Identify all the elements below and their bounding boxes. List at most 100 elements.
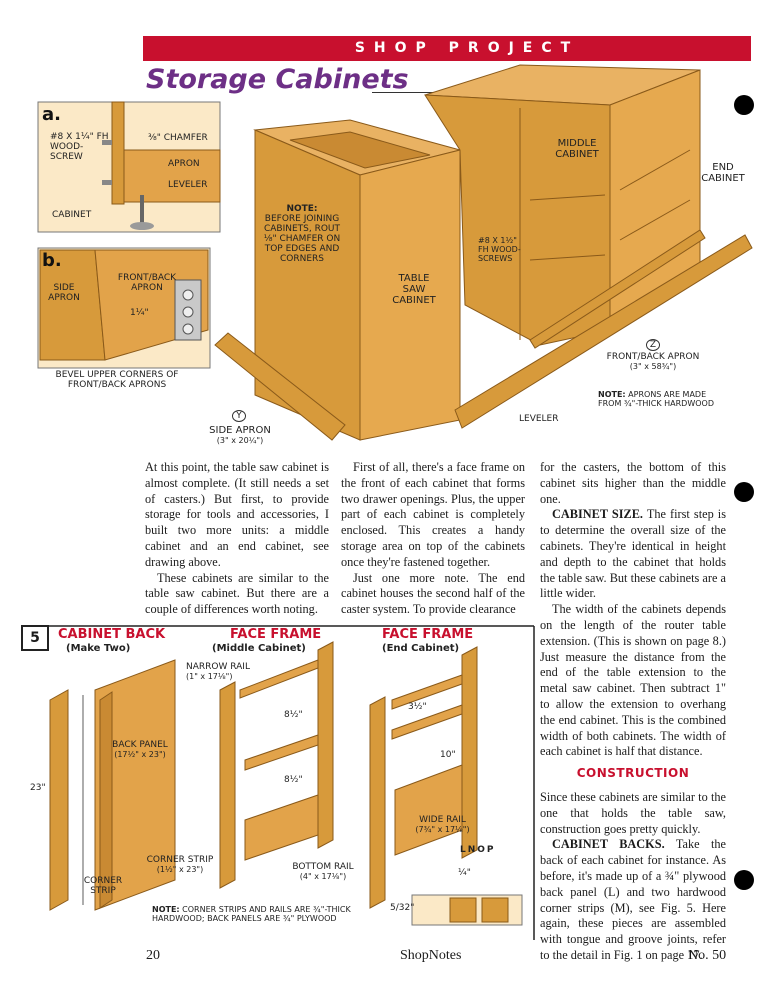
figure5-middle-frame-drawing [219, 641, 334, 889]
middle-gap-top-label: 8½" [284, 710, 303, 720]
page-title: Storage Cabinets [146, 64, 409, 95]
issue-number: No. 50 [688, 948, 727, 963]
col3-para-3: The width of the cabinets depends on the… [540, 602, 726, 759]
face-frame-end-sub: (End Cabinet) [382, 643, 460, 654]
col3-para-1: for the casters, the bottom of this cabi… [540, 460, 726, 506]
face-frame-middle-sub: (Middle Cabinet) [212, 643, 306, 654]
binder-hole-top [734, 95, 754, 115]
text-column-2: First of all, there's a face frame on th… [341, 460, 525, 618]
publication-name: ShopNotes [400, 948, 462, 963]
col2-para-2: Just one more note. The end cabinet hous… [341, 570, 525, 617]
table-saw-cabinet-label: Table Saw Cabinet [392, 273, 436, 306]
corner-strip-name: Corner Strip [146, 855, 214, 865]
detail-a-chamfer-label: ⅜" Chamfer [148, 133, 208, 143]
binder-hole-middle [734, 482, 754, 502]
figure-number: 5 [21, 625, 49, 651]
detail-b-dim-label: 1¼" [130, 308, 149, 318]
col3-para-4: Since these cabinets are similar to the … [540, 789, 726, 836]
bottom-rail-name: Bottom Rail [292, 862, 354, 872]
section-banner: SHOP PROJECT [143, 36, 751, 61]
text-column-3: for the casters, the bottom of this cabi… [540, 460, 726, 964]
aprons-note-text: Aprons are made from ¾"-thick hardwood [598, 390, 714, 408]
wide-rail-dim: (7¾" x 17⅛") [415, 825, 470, 834]
corner-strip-label: Corner Strip (1½" x 23") [145, 855, 215, 875]
figure5-end-frame-drawing [369, 646, 478, 909]
back-panel-dim: (17½" x 23") [114, 750, 166, 759]
col3-para-2: The first step is to determine the overa… [540, 507, 726, 601]
detail-a-tag: a. [42, 104, 61, 125]
cabinet-backs-lead: CABINET BACKS. [552, 837, 665, 852]
joining-note-text: Before joining cabinets, rout ⅛" chamfer… [263, 214, 341, 264]
detail-a-screw-label: #8 x 1¼" Fh Wood-screw [50, 132, 109, 162]
wide-rail-label: Wide Rail (7¾" x 17⅛") [405, 815, 480, 835]
binder-hole-bottom [734, 870, 754, 890]
detail-b-drawing [37, 247, 211, 369]
middle-end-cabinets-drawing [424, 64, 701, 346]
figure5-back-drawing [49, 659, 176, 911]
col1-para-1: At this point, the table saw cabinet is … [145, 460, 329, 569]
front-back-apron-label: Front/Back Apron (3" x 58¾") [598, 352, 708, 372]
front-back-apron-dim: (3" x 58¾") [629, 362, 677, 371]
cabinet-size-lead: CABINET SIZE. [552, 507, 643, 522]
tongue-dim-label: ¼" [458, 868, 471, 878]
cabinet-back-sub: (Make Two) [66, 643, 131, 654]
page-number: 20 [146, 948, 160, 963]
face-frame-end-title: Face Frame [382, 627, 474, 642]
front-apron-drawing [454, 229, 753, 429]
end-gap-label: 3½" [408, 702, 427, 712]
side-apron-drawing [214, 332, 346, 441]
table-saw-cabinet-drawing [253, 119, 462, 441]
joining-note: NOTE: Before joining cabinets, rout ⅛" c… [262, 204, 342, 264]
detail-a-cabinet-label: Cabinet [52, 210, 92, 220]
col2-para-1: First of all, there's a face frame on th… [341, 460, 525, 569]
construction-heading: CONSTRUCTION [576, 766, 690, 781]
corner-strip-dim: (1½" x 23") [156, 865, 204, 874]
end-cabinet-label: End Cabinet [701, 162, 745, 184]
back-panel-name: Back Panel [112, 740, 168, 750]
face-frame-middle-title: Face Frame [230, 627, 322, 642]
corner-strip-left-label: Corner Strip [83, 876, 123, 896]
bottom-rail-dim: (4" x 17⅛") [299, 872, 347, 881]
height-dim-label: 23" [30, 783, 46, 793]
side-apron-dim: (3" x 20¼") [216, 436, 264, 445]
wide-rail-name: Wide Rail [419, 815, 466, 825]
detail-a-apron-label: Apron [168, 159, 200, 169]
side-apron-name: Side Apron [209, 425, 271, 436]
parts-markers: LNOP [460, 845, 496, 855]
joint-detail-drawing [411, 894, 523, 926]
middle-gap-bottom-label: 8½" [284, 775, 303, 785]
tongue-dim2-label: 5/32" [390, 903, 415, 913]
end-gap2-label: 10" [440, 750, 456, 760]
detail-b-front-back-label: Front/Back Apron [117, 273, 177, 293]
narrow-rail-dim: (1" x 17⅛") [186, 672, 233, 681]
figure5-note: NOTE: Corner strips and rails are ¾"-thi… [152, 905, 382, 923]
side-apron-marker: Y [232, 410, 246, 422]
detail-a-leveler-label: Leveler [168, 180, 208, 190]
middle-cabinet-label: Middle Cabinet [555, 138, 599, 160]
side-apron-label: Side Apron (3" x 20¼") [200, 426, 280, 446]
front-back-apron-marker: Z [646, 339, 660, 351]
text-column-1: At this point, the table saw cabinet is … [145, 460, 329, 618]
narrow-rail-name: Narrow Rail [186, 662, 250, 672]
detail-b-tag: b. [42, 250, 62, 271]
cabinet-back-title: Cabinet Back [58, 627, 166, 642]
aprons-note: NOTE: Aprons are made from ¾"-thick hard… [598, 390, 718, 408]
narrow-rail-label: Narrow Rail (1" x 17⅛") [186, 662, 286, 682]
figure5-note-title: NOTE: [152, 905, 180, 914]
joining-note-title: NOTE: [286, 204, 318, 214]
detail-a-drawing [37, 101, 221, 233]
bottom-rail-label: Bottom Rail (4" x 17⅛") [278, 862, 368, 882]
title-rule [372, 92, 467, 93]
back-panel-label: Back Panel (17½" x 23") [100, 740, 180, 760]
leveler-label: Leveler [519, 414, 559, 424]
front-back-apron-name: Front/Back Apron [606, 352, 700, 362]
detail-b-side-apron-label: Side Apron [48, 283, 80, 303]
aprons-note-title: NOTE: [598, 390, 626, 399]
col1-para-2: These cabinets are similar to the table … [145, 570, 329, 617]
screws-label: #8 x 1½" Fh Wood-screws [478, 236, 521, 263]
banner-text: SHOP PROJECT [354, 40, 580, 56]
col3-para-5: Take the back of each cabinet for instan… [540, 837, 726, 962]
figure5-note-text: Corner strips and rails are ¾"-thick har… [152, 905, 351, 923]
